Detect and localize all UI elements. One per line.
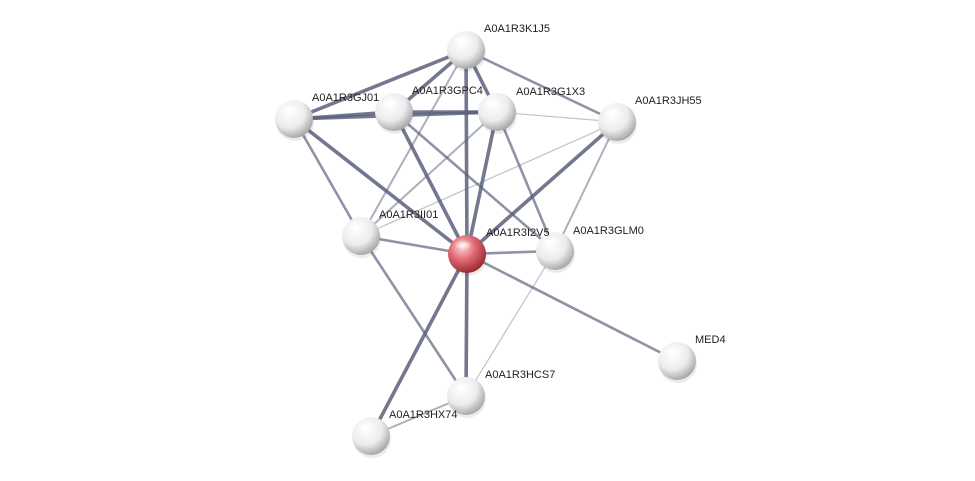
node-highlight bbox=[454, 240, 472, 250]
edge-A0A1R3GLM0-A0A1R3HCS7 bbox=[465, 250, 556, 397]
edge-A0A1R3I2V5-A0A1R3HX74 bbox=[369, 252, 469, 438]
node-MED4[interactable] bbox=[658, 342, 697, 383]
edge-A0A1R3GPC4-A0A1R3I2V5 bbox=[392, 110, 469, 256]
edge-A0A1R3K1J5-A0A1R3JH55 bbox=[464, 48, 619, 124]
node-label: MED4 bbox=[695, 334, 726, 346]
node-label: A0A1R3HX74 bbox=[389, 409, 458, 421]
node-highlight bbox=[348, 222, 366, 232]
edge-A0A1R3GPC4-A0A1R3GLM0 bbox=[392, 110, 557, 253]
edge-A0A1R3I2V5-MED4 bbox=[465, 252, 679, 363]
node-label: A0A1R3G1X3 bbox=[516, 86, 585, 98]
node-A0A1R3G1X3[interactable] bbox=[478, 93, 517, 134]
edge-A0A1R3G1X3-A0A1R3I2V5 bbox=[465, 110, 499, 256]
node-A0A1R3JH55[interactable] bbox=[598, 103, 637, 144]
edge-A0A1R3G1X3-A0A1R3JH55 bbox=[496, 111, 618, 123]
node-label: A0A1R3I2V5 bbox=[486, 227, 550, 239]
node-A0A1R3GJ01[interactable] bbox=[275, 100, 314, 141]
node-highlight bbox=[358, 422, 376, 432]
node-highlight bbox=[484, 98, 502, 108]
node-highlight bbox=[281, 105, 299, 115]
node-A0A1R3K1J5[interactable] bbox=[447, 31, 486, 72]
node-A0A1R3GPC4[interactable] bbox=[375, 93, 414, 134]
edge-A0A1R3GJ01-A0A1R3II01 bbox=[292, 117, 363, 238]
node-highlight bbox=[542, 237, 560, 247]
edge-A0A1R3K1J5-A0A1R3GJ01 bbox=[292, 48, 468, 121]
edge-A0A1R3G1X3-A0A1R3II01 bbox=[360, 111, 498, 237]
edge-A0A1R3JH55-A0A1R3GLM0 bbox=[554, 121, 618, 252]
node-label: A0A1R3HCS7 bbox=[485, 369, 555, 381]
node-label: A0A1R3GLM0 bbox=[573, 225, 644, 237]
node-label: A0A1R3JH55 bbox=[635, 95, 702, 107]
node-highlight bbox=[604, 108, 622, 118]
node-A0A1R3GLM0[interactable] bbox=[536, 232, 575, 273]
edge-A0A1R3K1J5-A0A1R3II01 bbox=[360, 49, 467, 237]
node-A0A1R3I2V5[interactable] bbox=[448, 235, 487, 276]
node-label: A0A1R3GJ01 bbox=[312, 92, 379, 104]
node-label: A0A1R3GPC4 bbox=[412, 85, 483, 97]
nodes-layer bbox=[275, 31, 697, 458]
node-highlight bbox=[453, 382, 471, 392]
node-A0A1R3HX74[interactable] bbox=[352, 417, 391, 458]
node-label: A0A1R3K1J5 bbox=[484, 23, 550, 35]
edge-A0A1R3K1J5-A0A1R3I2V5 bbox=[464, 48, 469, 256]
edge-A0A1R3G1X3-A0A1R3GLM0 bbox=[495, 110, 557, 253]
node-highlight bbox=[664, 347, 682, 357]
edge-A0A1R3I2V5-A0A1R3HCS7 bbox=[464, 252, 469, 398]
node-highlight bbox=[381, 98, 399, 108]
edge-A0A1R3JH55-A0A1R3II01 bbox=[360, 121, 618, 237]
node-A0A1R3II01[interactable] bbox=[342, 217, 381, 258]
node-label: A0A1R3II01 bbox=[379, 209, 438, 221]
edge-A0A1R3II01-A0A1R3HCS7 bbox=[359, 234, 468, 398]
edge-A0A1R3JH55-A0A1R3I2V5 bbox=[465, 120, 619, 256]
node-A0A1R3HCS7[interactable] bbox=[447, 377, 486, 418]
node-highlight bbox=[453, 36, 471, 46]
edge-A0A1R3GJ01-A0A1R3I2V5 bbox=[292, 117, 469, 256]
